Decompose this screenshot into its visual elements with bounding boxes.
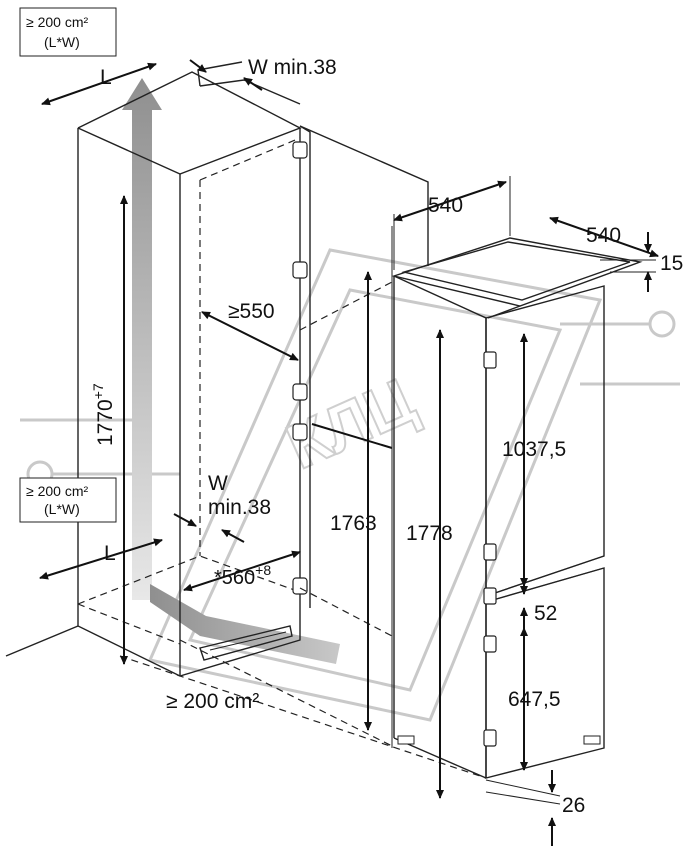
niche-560-value: *560 [214, 567, 255, 589]
area-top-line1: ≥ 200 cm² [26, 14, 88, 30]
area-mid-line1: ≥ 200 cm² [26, 483, 88, 499]
label-52: 52 [534, 602, 557, 625]
height-1770-value: 1770 [94, 399, 117, 446]
svg-text:КЛЦ: КЛЦ [276, 364, 425, 483]
label-26: 26 [562, 794, 585, 817]
area-label-box-mid [19, 477, 117, 523]
label-width-540: 540 [586, 224, 621, 247]
label-W-min-top: W min.38 [248, 56, 337, 79]
label-647: 647,5 [508, 688, 561, 711]
airflow-up-arrow [122, 78, 162, 600]
dimension-lines [39, 59, 659, 846]
label-15: 15 [660, 252, 683, 275]
label-L-bottom: L [104, 542, 116, 565]
label-W-mid: W [208, 472, 228, 495]
niche-560-tolerance: +8 [255, 562, 271, 578]
label-1778: 1778 [406, 522, 453, 545]
height-1770-tolerance: +7 [90, 383, 106, 399]
label-1037: 1037,5 [502, 438, 566, 461]
label-L-top: L [100, 66, 112, 89]
label-area-bottom: ≥ 200 cm² [166, 690, 259, 713]
label-min38-mid: min.38 [208, 496, 271, 519]
watermark-logo: КЛЦ [20, 248, 680, 722]
airflow-in-arrow [150, 584, 340, 664]
label-1763: 1763 [330, 512, 377, 535]
label-niche-560: *560+8 [214, 562, 271, 589]
cabinet-niche [5, 61, 302, 677]
area-top-line2: (L*W) [44, 34, 80, 50]
label-height-1770: 1770+7 [90, 383, 117, 446]
refrigerator-appliance [391, 237, 643, 779]
area-mid-line2: (L*W) [44, 501, 80, 517]
area-label-box-top [19, 7, 117, 57]
guide-lines [119, 226, 487, 779]
label-depth-540: 540 [428, 194, 463, 217]
label-depth-550: ≥550 [228, 300, 275, 323]
